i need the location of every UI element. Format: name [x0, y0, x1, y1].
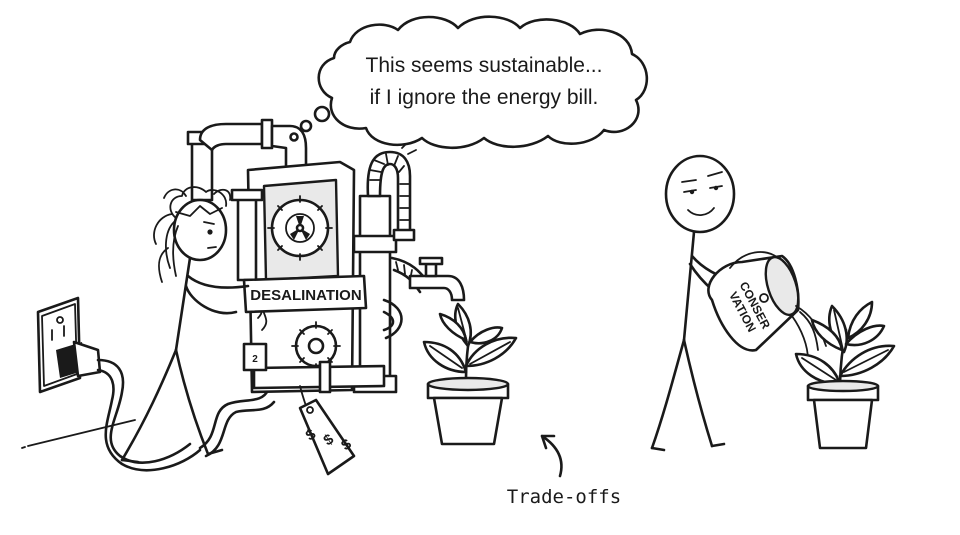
machine-small-tag: 2 [252, 354, 258, 365]
small-gear [291, 321, 341, 371]
caption-arrow [540, 434, 563, 478]
floor-hoses [198, 388, 276, 458]
faucet [408, 256, 466, 302]
thought-bubble: This seems sustainable... if I ignore th… [289, 15, 649, 150]
power-plug [56, 340, 202, 472]
floor-line [21, 419, 136, 449]
thought-line-1: This seems sustainable... [366, 54, 603, 77]
trade-offs-caption: Trade-offs [507, 486, 621, 508]
left-potted-plant [422, 302, 518, 446]
desalination-label: DESALINATION [250, 287, 361, 304]
large-gear [267, 195, 333, 261]
stressed-stick-figure [120, 186, 250, 464]
right-potted-plant [794, 300, 896, 450]
desalination-sign: DESALINATION [242, 274, 368, 314]
price-tag: $ $ $ [298, 385, 356, 476]
thought-line-2: if I ignore the energy bill. [370, 86, 599, 109]
desalination-machine [186, 118, 466, 394]
conservation-bucket: CONSER VATION [707, 251, 800, 352]
